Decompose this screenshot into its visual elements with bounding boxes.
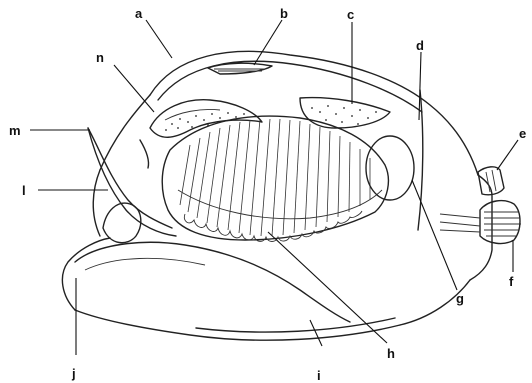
- label-n: n: [96, 50, 104, 65]
- label-m: m: [9, 123, 21, 138]
- leader-g: [412, 180, 457, 290]
- label-f: f: [509, 274, 514, 289]
- label-e: e: [519, 126, 526, 141]
- leader-n: [114, 65, 154, 112]
- leader-h: [268, 232, 387, 343]
- label-b: b: [280, 6, 288, 21]
- label-l: l: [22, 183, 26, 198]
- labels: a b c d e f g h i j l m n: [9, 6, 526, 383]
- gills: [162, 116, 388, 241]
- label-i: i: [317, 368, 321, 383]
- label-h: h: [387, 346, 395, 361]
- label-a: a: [135, 6, 143, 21]
- leader-b: [254, 20, 282, 65]
- kidney: [300, 98, 390, 128]
- posterior-adductor-muscle: [366, 136, 414, 200]
- label-c: c: [347, 7, 354, 22]
- leader-e: [497, 140, 518, 170]
- heart: [208, 63, 272, 74]
- foot: [75, 242, 350, 322]
- leader-i: [310, 320, 322, 346]
- anterior-adductor-muscle: [103, 203, 141, 243]
- visceral-mass: [150, 100, 262, 138]
- shell-outline: [62, 51, 492, 340]
- label-d: d: [416, 38, 424, 53]
- label-g: g: [456, 291, 464, 306]
- label-j: j: [71, 366, 76, 381]
- inhalant-siphon: [440, 201, 521, 244]
- leader-a: [146, 20, 172, 58]
